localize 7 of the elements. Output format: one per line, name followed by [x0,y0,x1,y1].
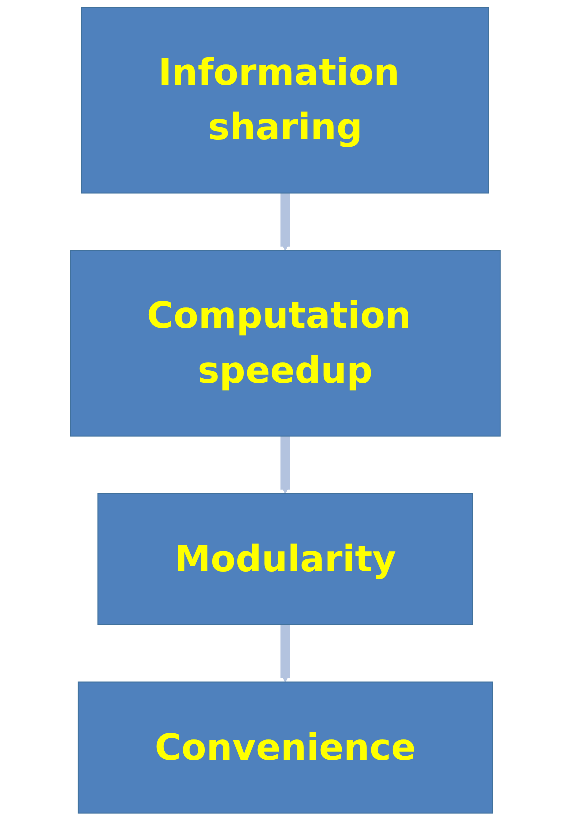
node-box: Computation speedup [70,250,501,437]
node-box: Convenience [78,682,494,814]
node-box: Information sharing [82,7,490,194]
arrow [280,193,290,252]
node-box: Modularity [98,493,474,626]
arrow [280,436,290,494]
arrow [280,624,290,683]
